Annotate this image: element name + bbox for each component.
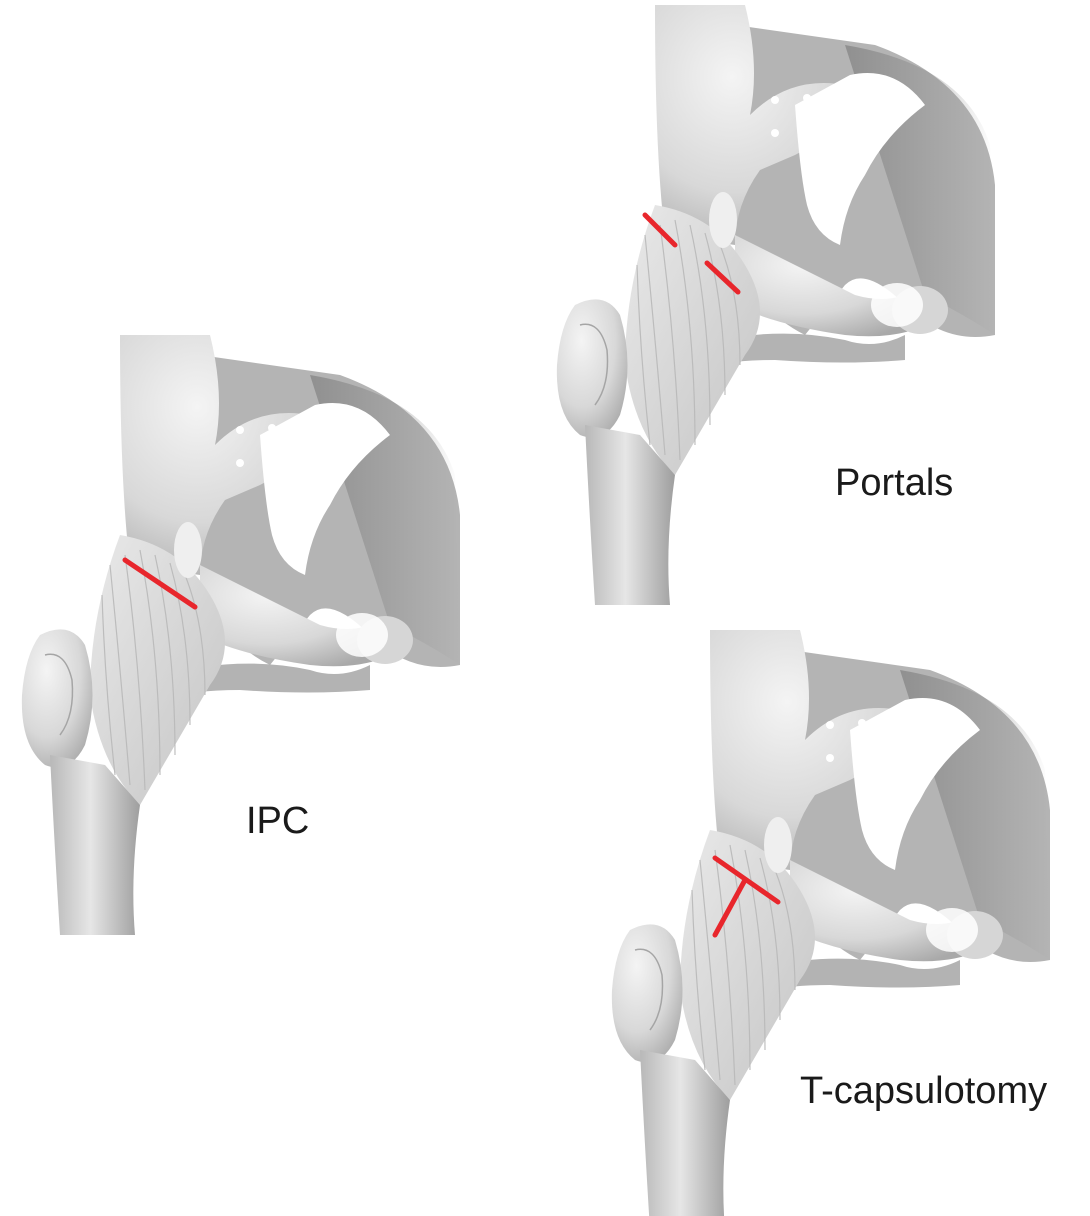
t-capsulotomy-label: T-capsulotomy xyxy=(800,1070,1047,1113)
portals-panel xyxy=(545,5,1005,605)
hip-joint-illustration xyxy=(10,335,470,935)
hip-joint-illustration xyxy=(600,630,1060,1216)
t-capsulotomy-panel xyxy=(600,630,1060,1216)
portals-label: Portals xyxy=(835,462,953,505)
ipc-panel xyxy=(10,335,470,935)
ipc-label: IPC xyxy=(246,800,309,843)
hip-joint-illustration xyxy=(545,5,1005,605)
